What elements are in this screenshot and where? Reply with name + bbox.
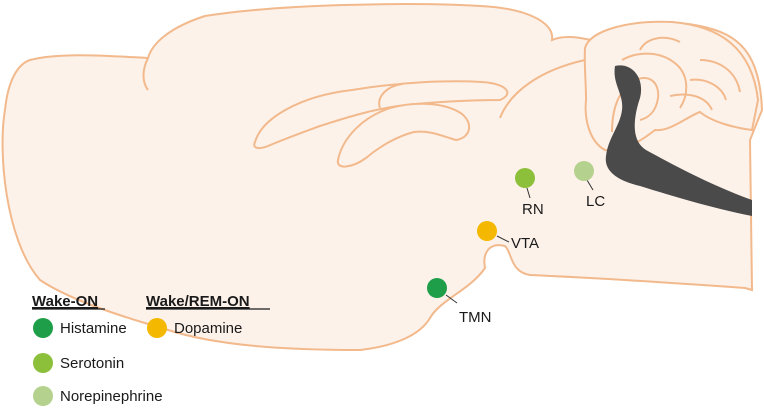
lc-leader	[586, 179, 594, 191]
legend-label-norepinephrine: Norepinephrine	[60, 388, 163, 405]
fourth-ventricle	[605, 65, 752, 216]
legend-label-dopamine: Dopamine	[174, 320, 242, 337]
cortex-boundary	[142, 57, 149, 91]
cerebellum-folia	[611, 36, 741, 133]
legend-heading-wake-on: Wake-ON	[32, 293, 98, 310]
lc-label: LC	[586, 193, 605, 210]
legend-label-histamine: Histamine	[60, 320, 127, 337]
legend-heading-wake-rem-on: Wake/REM-ON	[146, 293, 250, 310]
brainstem-boundary	[499, 59, 586, 119]
legend-label-serotonin: Serotonin	[60, 355, 124, 372]
tmn-dot	[427, 278, 447, 298]
legend-dot-histamine	[33, 318, 53, 338]
legend-dot-norepinephrine	[33, 386, 53, 406]
corpus-callosum	[253, 80, 509, 150]
tmn-leader	[445, 294, 458, 304]
lc-dot	[574, 161, 594, 181]
hippocampus	[336, 102, 471, 168]
rn-dot	[515, 168, 535, 188]
fornix	[378, 83, 403, 109]
vta-label: VTA	[511, 235, 539, 252]
legend-dot-dopamine	[147, 318, 167, 338]
tmn-label: TMN	[459, 309, 492, 326]
rn-label: RN	[522, 201, 544, 218]
vta-dot	[477, 221, 497, 241]
brain-outline	[1, 3, 764, 352]
rn-leader	[526, 187, 531, 199]
vta-leader	[496, 235, 510, 243]
legend-dot-serotonin	[33, 353, 53, 373]
